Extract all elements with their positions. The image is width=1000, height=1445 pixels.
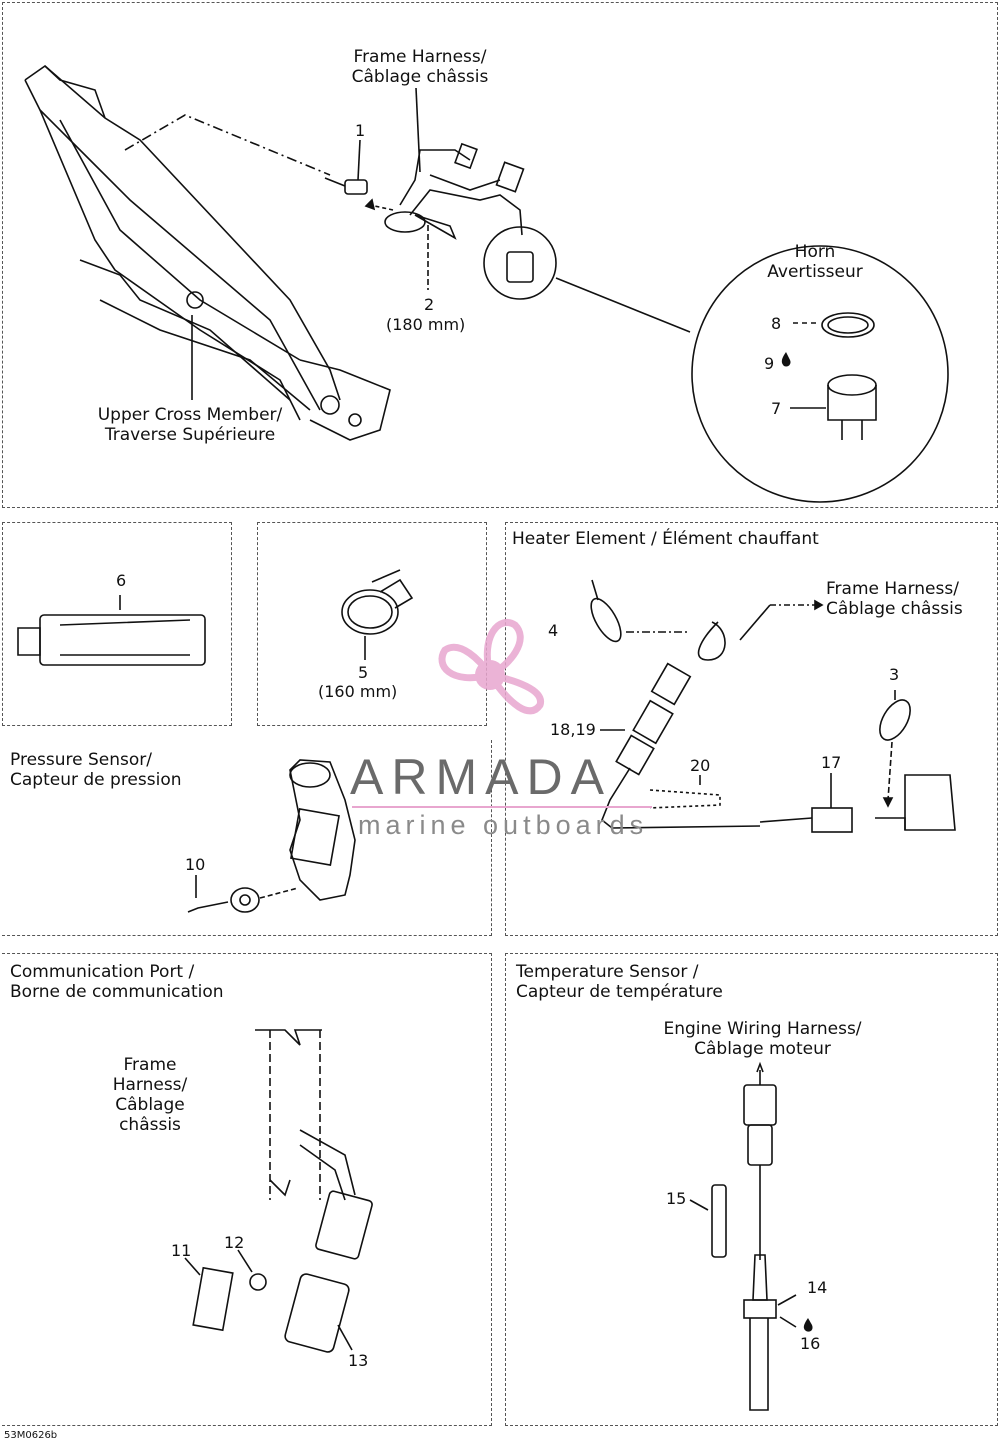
horn-label: Horn Avertisseur [767, 242, 863, 282]
sealant-drop-icon-9 [781, 352, 791, 367]
frame-harness-panel [2, 2, 998, 508]
sealant-drop-icon-16 [803, 1318, 813, 1332]
sealant-tube-drawing [17, 595, 206, 666]
callout-10: 10 [185, 855, 206, 874]
watermark-subtitle: marine outboards [358, 810, 649, 840]
armada-logo-icon [438, 619, 544, 715]
frame-harness-drawing [384, 142, 525, 240]
callout-12: 12 [224, 1233, 245, 1252]
heater-element-panel [505, 522, 998, 936]
callout-18-19: 18,19 [550, 720, 596, 739]
temperature-sensor-drawing [689, 1061, 797, 1411]
callout-9: 9 [764, 354, 775, 373]
cross-member-label: Upper Cross Member/ Traverse Supérieure [97, 405, 283, 445]
comm-frame-harness-label: Frame Harness/ Câblage châssis [112, 1055, 188, 1135]
heater-element-title: Heater Element / Élément chauffant [512, 529, 819, 549]
communication-port-drawing [184, 1029, 373, 1353]
heater-frame-harness-label: Frame Harness/ Câblage châssis [826, 579, 963, 619]
drawing-code: 53M0626b [4, 1430, 58, 1441]
temperature-sensor-panel [505, 953, 998, 1426]
callout-11: 11 [171, 1241, 192, 1260]
sealant-panel [2, 522, 232, 726]
callout-1: 1 [355, 121, 366, 140]
callout-15: 15 [666, 1189, 687, 1208]
callout-8: 8 [771, 314, 782, 333]
callout-17: 17 [821, 753, 842, 772]
frame-harness-label: Frame Harness/ Câblage châssis [351, 47, 489, 87]
pressure-sensor-drawing [187, 759, 356, 913]
callout-2: 2 [424, 295, 435, 314]
watermark-title: ARMADA [350, 749, 612, 805]
callout-4: 4 [548, 621, 559, 640]
callout-5: 5 [358, 663, 369, 682]
callout-7: 7 [771, 399, 782, 418]
temperature-sensor-title: Temperature Sensor / Capteur de températ… [516, 962, 723, 1002]
frame-drawing [24, 64, 391, 441]
screw-1-drawing [324, 177, 394, 211]
clamp-drawing [341, 569, 414, 660]
callout-14: 14 [807, 1278, 828, 1297]
callout-3: 3 [889, 665, 900, 684]
pressure-sensor-title: Pressure Sensor/ Capteur de pression [10, 750, 182, 790]
callout-6: 6 [116, 571, 127, 590]
communication-port-panel [2, 953, 492, 1426]
watermark-rule [352, 806, 652, 808]
communication-port-title: Communication Port / Borne de communicat… [10, 962, 224, 1002]
engine-harness-label: Engine Wiring Harness/ Câblage moteur [663, 1019, 862, 1059]
heater-element-drawing [590, 579, 956, 833]
clamp-panel [257, 522, 487, 726]
callout-16: 16 [800, 1334, 821, 1353]
callout-20: 20 [690, 756, 711, 775]
pressure-sensor-panel [2, 740, 492, 936]
callout-2-size: (180 mm) [386, 315, 466, 334]
callout-13: 13 [348, 1351, 369, 1370]
callout-5-size: (160 mm) [318, 682, 398, 701]
